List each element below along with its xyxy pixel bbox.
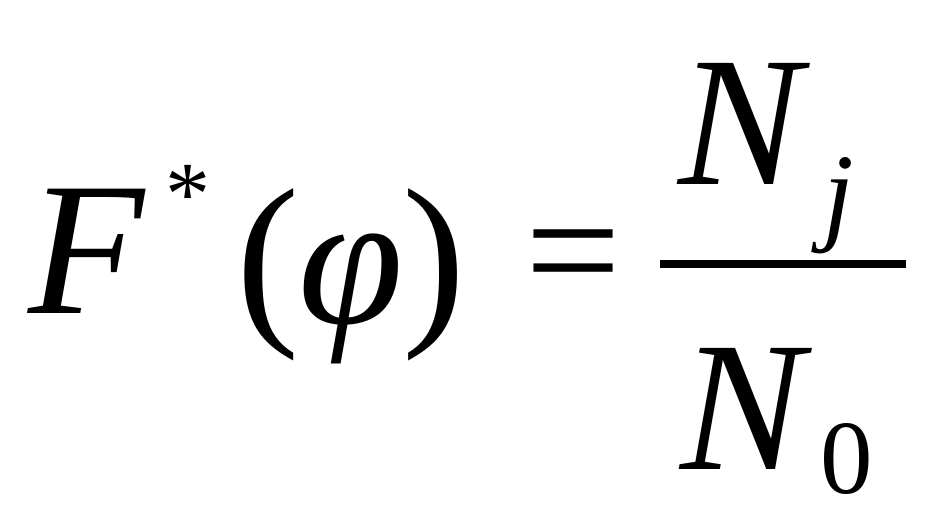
numerator-base: N xyxy=(678,20,802,225)
fraction-bar xyxy=(660,260,906,268)
denominator-base: N xyxy=(680,305,804,510)
superscript-star: * xyxy=(165,145,210,244)
open-parenthesis: ( xyxy=(236,152,300,362)
argument-phi: φ xyxy=(298,155,404,365)
numerator-subscript: j xyxy=(823,132,854,254)
function-symbol: F xyxy=(28,145,145,355)
equals-sign: = xyxy=(525,156,621,344)
close-parenthesis: ) xyxy=(402,152,466,362)
denominator-subscript: 0 xyxy=(820,399,873,516)
